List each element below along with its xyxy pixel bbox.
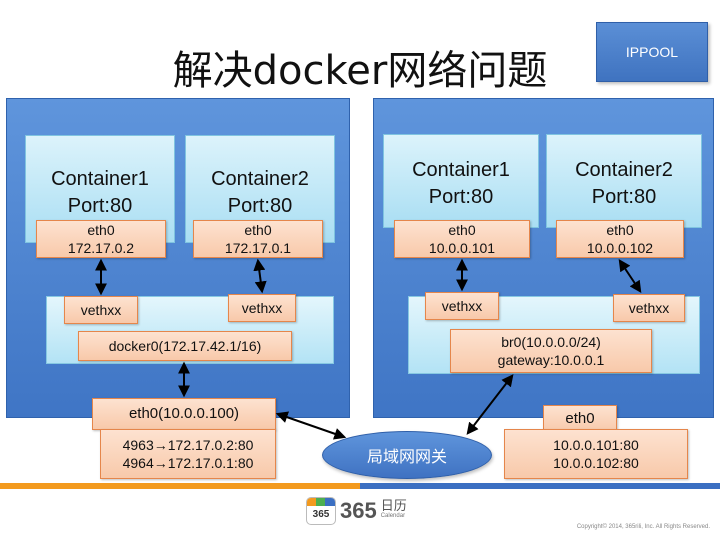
left-eth0-container2: eth0 172.17.0.1 — [193, 220, 323, 258]
arrow-eth0-gateway — [275, 411, 347, 440]
nat-rule: 4963→172.17.0.2:80 — [122, 437, 254, 453]
docker0-bridge: docker0(172.17.42.1/16) — [78, 331, 292, 361]
right-addr-table: 10.0.0.101:80 10.0.0.102:80 — [504, 429, 688, 479]
container-name: Container1 — [51, 168, 149, 190]
iface-ip: 10.0.0.101 — [428, 240, 496, 256]
address: 10.0.0.101:80 — [553, 437, 639, 453]
ippool-box: IPPOOL — [596, 22, 708, 82]
stripe-blue — [360, 483, 720, 489]
logo-number: 365 — [340, 498, 377, 523]
container-name: Container2 — [575, 159, 673, 181]
arrow-br0-gateway — [466, 374, 514, 435]
br0-bridge: br0(10.0.0.0/24) gateway:10.0.0.1 — [450, 329, 652, 373]
iface-name: eth0 — [87, 222, 115, 238]
container-port: Port:80 — [428, 186, 494, 208]
logo-en: Calendar — [380, 513, 406, 519]
bridge-subnet: br0(10.0.0.0/24) — [501, 334, 601, 350]
right-host-eth0: eth0 — [543, 405, 617, 433]
right-eth0-container1: eth0 10.0.0.101 — [394, 220, 530, 258]
calendar-icon-text: 365 — [312, 509, 330, 520]
container-port: Port:80 — [591, 186, 657, 208]
container-port: Port:80 — [227, 195, 293, 217]
container-name: Container1 — [412, 159, 510, 181]
iface-name: eth0 — [244, 222, 272, 238]
nat-rule: 4964→172.17.0.1:80 — [122, 455, 254, 471]
right-veth1: vethxx — [425, 292, 499, 320]
iface-name: eth0 — [606, 222, 634, 238]
right-veth2: vethxx — [613, 294, 685, 322]
right-eth0-container2: eth0 10.0.0.102 — [556, 220, 684, 258]
logo-cn: 日历 — [380, 498, 407, 513]
container-port: Port:80 — [67, 195, 133, 217]
right-container2: Container2 Port:80 — [546, 134, 702, 228]
nat-table: 4963→172.17.0.2:80 4964→172.17.0.1:80 — [100, 429, 276, 479]
container-name: Container2 — [211, 168, 309, 190]
left-eth0-container1: eth0 172.17.0.2 — [36, 220, 166, 258]
address: 10.0.0.102:80 — [553, 455, 639, 471]
stripe-orange — [0, 483, 360, 489]
lan-gateway: 局域网网关 — [322, 431, 492, 479]
left-veth2: vethxx — [228, 294, 296, 322]
copyright-text: Copyright© 2014, 365rili, Inc. All Right… — [576, 524, 710, 530]
iface-ip: 172.17.0.2 — [67, 240, 135, 256]
iface-ip: 10.0.0.102 — [586, 240, 654, 256]
brand-logo: 365 365 日历 Calendar — [306, 497, 407, 525]
arrow-left-c2-veth — [253, 258, 267, 294]
left-veth1: vethxx — [64, 296, 138, 324]
bridge-gateway: gateway:10.0.0.1 — [497, 352, 605, 368]
right-container1: Container1 Port:80 — [383, 134, 539, 228]
iface-name: eth0 — [448, 222, 476, 238]
calendar-icon: 365 — [306, 497, 336, 525]
arrow-right-c2-veth — [618, 259, 642, 293]
page-title: 解决docker网络问题 — [172, 48, 548, 94]
iface-ip: 172.17.0.1 — [224, 240, 292, 256]
